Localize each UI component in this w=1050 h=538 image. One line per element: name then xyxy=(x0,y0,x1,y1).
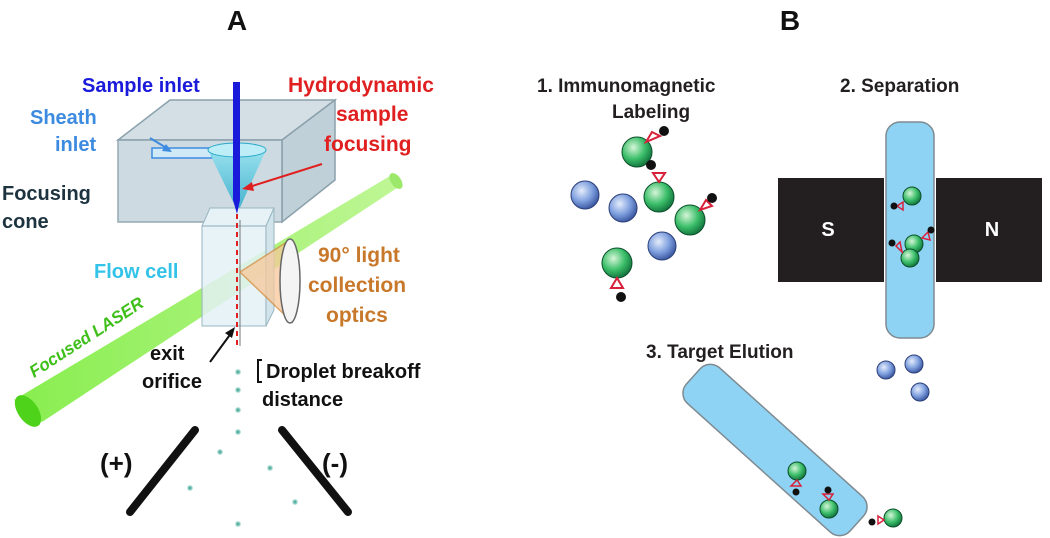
light-collection-label-line1: 90° light xyxy=(318,244,400,267)
negative-plate-label: (-) xyxy=(322,448,348,478)
elution-setup xyxy=(682,363,903,537)
labeled-cell xyxy=(601,247,633,302)
light-collection-optics xyxy=(238,238,301,324)
labeled-cell xyxy=(643,160,675,213)
panel-b: B 1. Immunomagnetic Labeling 2. Separati… xyxy=(537,5,1042,537)
focusing-cone-label-line2: cone xyxy=(2,211,49,233)
magnetic-bead xyxy=(570,180,600,210)
droplets xyxy=(187,369,298,527)
magnetic-bead xyxy=(608,193,638,223)
magnet-north-label: N xyxy=(985,219,999,241)
magnet-south-label: S xyxy=(821,219,834,241)
sample-inlet-needle xyxy=(233,82,240,214)
unbound-bead xyxy=(904,354,924,374)
sheath-inlet-label-line2: inlet xyxy=(55,134,96,156)
captured-cell xyxy=(888,239,920,268)
positive-plate-label: (+) xyxy=(100,448,133,478)
eluted-cell xyxy=(868,508,903,528)
positive-plate xyxy=(126,426,199,516)
captured-cell xyxy=(890,186,922,212)
unbound-bead xyxy=(910,382,930,402)
elution-column xyxy=(682,363,868,537)
step2-label: 2. Separation xyxy=(840,76,959,97)
panel-a-letter: A xyxy=(227,5,247,36)
step1-label-line2: Labeling xyxy=(612,102,690,123)
labeling-cluster xyxy=(570,126,717,302)
hydrodynamic-label-line2: sample xyxy=(336,103,408,126)
unbound-bead xyxy=(876,360,896,380)
negative-plate xyxy=(278,426,352,516)
step1-label-line1: 1. Immunomagnetic xyxy=(537,76,716,97)
droplet-breakoff-label-line1: Droplet breakoff xyxy=(266,361,421,383)
exit-orifice-label-line2: orifice xyxy=(142,371,202,393)
focusing-cone-label-line1: Focusing xyxy=(2,183,91,205)
magnet-north xyxy=(936,178,1042,282)
light-collection-label-line3: optics xyxy=(326,304,388,327)
light-collection-label-line2: collection xyxy=(308,274,406,297)
captured-cell xyxy=(904,226,935,254)
step3-label: 3. Target Elution xyxy=(646,342,793,363)
annotation-arrows xyxy=(149,137,323,363)
magnetic-bead xyxy=(647,231,677,261)
separation-setup: S N xyxy=(778,121,1042,402)
panel-b-letter: B xyxy=(780,5,800,36)
sample-inlet-label: Sample inlet xyxy=(82,75,200,97)
droplet-breakoff-label-line2: distance xyxy=(262,389,343,411)
hydrodynamic-label-line3: focusing xyxy=(324,133,412,156)
flow-cell-label: Flow cell xyxy=(94,261,178,283)
labeled-cell xyxy=(674,193,717,236)
hydrodynamic-label-line1: Hydrodynamic xyxy=(288,74,434,97)
sheath-inlet-tube xyxy=(151,147,213,159)
breakoff-bracket xyxy=(257,359,262,383)
separation-column xyxy=(885,121,935,339)
exit-orifice-label-line1: exit xyxy=(150,343,185,365)
sheath-inlet-label-line1: Sheath xyxy=(30,107,97,129)
panel-a: A xyxy=(2,5,434,527)
eluted-cell xyxy=(819,486,839,519)
magnet-south xyxy=(778,178,884,282)
labeled-cell xyxy=(621,126,669,168)
eluted-cell xyxy=(787,461,807,496)
